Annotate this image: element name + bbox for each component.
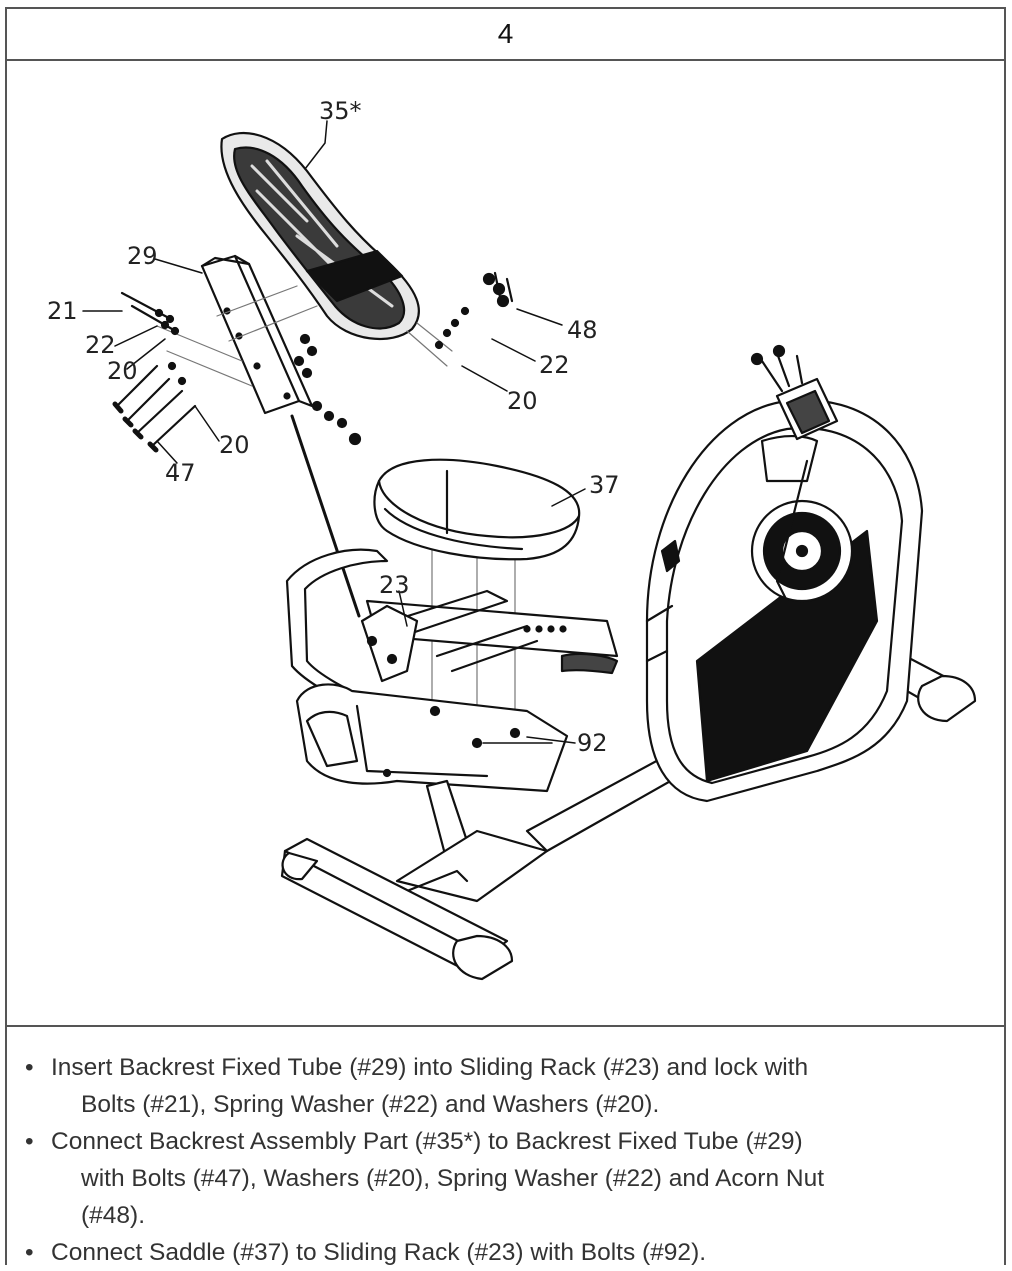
- step-number: 4: [7, 9, 1004, 61]
- callout-20-right: 20: [507, 387, 538, 415]
- instruction-line: Bolts (#21), Spring Washer (#22) and Was…: [81, 1091, 660, 1118]
- flywheel-housing: [645, 399, 924, 803]
- backrest-part-35: [220, 131, 420, 341]
- instruction-line: with Bolts (#47), Washers (#20), Spring …: [81, 1165, 825, 1192]
- step-frame: 4: [5, 7, 1006, 1266]
- instruction-line: Connect Backrest Assembly Part (#35*) to…: [51, 1128, 803, 1155]
- bullet: •: [25, 1054, 34, 1081]
- callout-47: 47: [165, 459, 196, 487]
- instruction-line: Insert Backrest Fixed Tube (#29) into Sl…: [51, 1054, 809, 1081]
- instruction-line: Connect Saddle (#37) to Sliding Rack (#2…: [51, 1239, 707, 1266]
- instruction-line: (#48).: [81, 1202, 146, 1229]
- instruction-item: • Connect Saddle (#37) to Sliding Rack (…: [25, 1234, 986, 1271]
- backrest-fixed-tube-29: [200, 254, 314, 415]
- assembly-diagram: 35* 29 21 22 20 20 47 48 22 20 37 23 92: [7, 61, 1004, 1027]
- bolts-47: [112, 361, 197, 453]
- callout-35: 35*: [319, 97, 362, 125]
- callout-22-right: 22: [539, 351, 570, 379]
- insertion-line: [290, 414, 361, 618]
- washers-and-acorn-nuts: [293, 271, 514, 446]
- callout-21: 21: [47, 297, 78, 325]
- bolts-21: [120, 291, 180, 336]
- seat-base-housing: [295, 683, 569, 793]
- callout-20-left: 20: [107, 357, 138, 385]
- instructions-list: • Insert Backrest Fixed Tube (#29) into …: [7, 1029, 1004, 1271]
- exploded-view-illustration: 35* 29 21 22 20 20 47 48 22 20 37 23 92: [47, 97, 977, 981]
- instruction-text: Insert Backrest Fixed Tube (#29) into Sl…: [51, 1049, 808, 1123]
- callout-22-left: 22: [85, 331, 116, 359]
- callout-92: 92: [577, 729, 608, 757]
- console-and-handlebar: [660, 344, 839, 603]
- bullet: •: [25, 1128, 34, 1155]
- bullet: •: [25, 1239, 34, 1266]
- callout-20-lower: 20: [219, 431, 250, 459]
- callout-29: 29: [127, 242, 158, 270]
- instruction-text: Connect Saddle (#37) to Sliding Rack (#2…: [51, 1234, 706, 1271]
- instruction-item: • Insert Backrest Fixed Tube (#29) into …: [25, 1049, 986, 1123]
- instruction-text: Connect Backrest Assembly Part (#35*) to…: [51, 1123, 824, 1234]
- callout-37: 37: [589, 471, 620, 499]
- saddle-37: [373, 458, 581, 561]
- callout-leaders: [82, 120, 586, 744]
- callout-23: 23: [379, 571, 410, 599]
- front-stabilizer: [280, 837, 514, 981]
- instruction-item: • Connect Backrest Assembly Part (#35*) …: [25, 1123, 986, 1234]
- callout-48: 48: [567, 316, 598, 344]
